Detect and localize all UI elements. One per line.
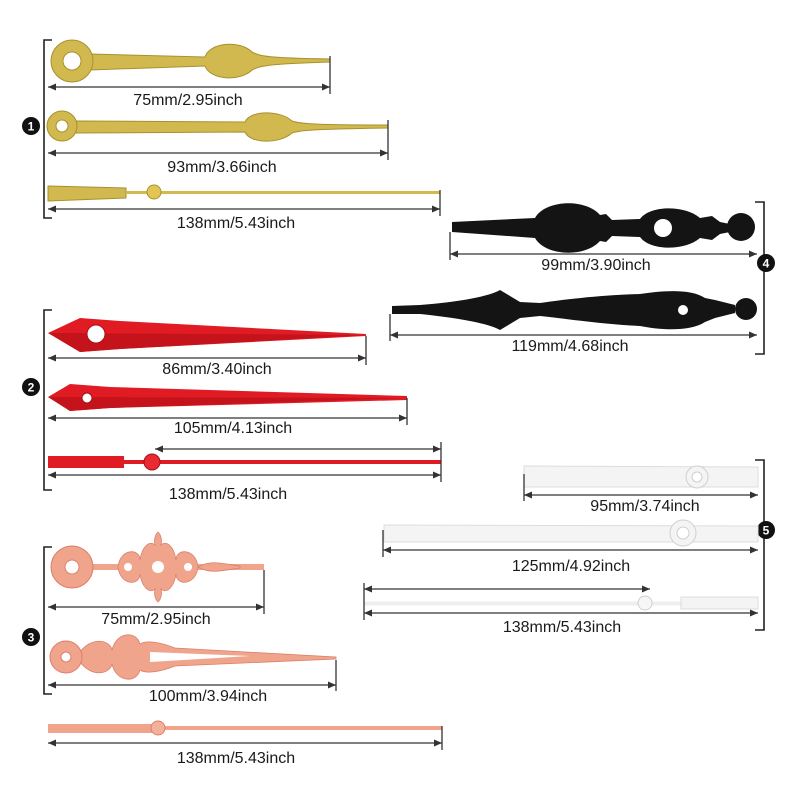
measurement-label: 125mm/4.92inch xyxy=(512,558,630,575)
black-minute-hand-hole xyxy=(678,305,688,315)
gold-second-hand-needle xyxy=(126,191,440,194)
rose-minute-hand xyxy=(49,634,337,680)
measurement-label: 99mm/3.90inch xyxy=(541,257,650,274)
measurement-label: 75mm/2.95inch xyxy=(101,611,210,628)
rose-second-hand-hub xyxy=(150,720,166,736)
black-hour-hand xyxy=(452,203,755,253)
red-second-hand xyxy=(48,453,441,471)
white-minute-hand-hole xyxy=(676,526,690,540)
group-4: 4 99mm/3.90inch 119mm/4.68inch xyxy=(389,201,775,355)
red-minute-hand xyxy=(48,384,407,411)
black-hour-hand-hole xyxy=(654,219,672,237)
group-2-badge-number: 2 xyxy=(28,381,35,395)
black-minute-hand-hub xyxy=(735,298,757,320)
rose-hour-hand xyxy=(50,531,264,603)
black-minute-hand-shape xyxy=(392,290,735,330)
rose-second-hand-needle xyxy=(152,726,442,730)
white-second-hand-needle xyxy=(364,601,682,606)
white-minute-hand xyxy=(383,519,759,547)
group-3-badge xyxy=(22,628,40,646)
measurement-label: 100mm/3.94inch xyxy=(149,688,267,705)
group-3: 3 75mm/2.95inch 100mm/3.94inch xyxy=(22,531,443,767)
group-2: 2 86mm/3.40inch 105mm/4.13inch 138mm/5.4… xyxy=(22,309,442,503)
group-4-badge xyxy=(757,254,775,272)
red-hour-hand-hole xyxy=(86,324,106,344)
measurement-label: 105mm/4.13inch xyxy=(174,420,292,437)
gold-hour-hand-hole xyxy=(62,51,82,71)
gold-hour-hand-shape xyxy=(89,43,331,79)
gold-minute-hand-shape xyxy=(75,112,389,142)
gold-second-hand-tail xyxy=(47,185,127,202)
group-1-badge-number: 1 xyxy=(28,120,35,134)
white-hour-hand xyxy=(523,465,759,489)
group-2-badge xyxy=(22,378,40,396)
red-second-hand-hub xyxy=(143,453,161,471)
red-minute-hand-hole xyxy=(81,392,93,404)
group-4-badge-number: 4 xyxy=(763,257,770,271)
group-3-badge-number: 3 xyxy=(28,631,35,645)
gold-second-hand xyxy=(47,184,440,202)
rose-second-hand xyxy=(48,720,442,736)
group-1-bracket xyxy=(43,39,52,219)
black-hour-hand-hub xyxy=(727,213,755,241)
measurement-label: 138mm/5.43inch xyxy=(177,750,295,767)
rose-hour-hand-ornament xyxy=(117,531,241,603)
red-hour-hand xyxy=(48,318,366,352)
white-hour-hand-shape xyxy=(523,465,759,488)
white-second-hand-hub xyxy=(637,595,653,611)
rose-minute-hand-hole xyxy=(60,651,72,663)
measurement-label: 93mm/3.66inch xyxy=(167,159,276,176)
group-4-bracket xyxy=(755,201,765,355)
white-second-hand-tail xyxy=(680,596,759,610)
gold-second-hand-hub xyxy=(146,184,162,200)
measurement-label: 119mm/4.68inch xyxy=(511,338,628,355)
measurement-label: 86mm/3.40inch xyxy=(162,361,271,378)
measurement-label: 95mm/3.74inch xyxy=(590,498,699,515)
measurement-label: 138mm/5.43inch xyxy=(503,619,621,636)
group-1-badge xyxy=(22,117,40,135)
group-5-badge-number: 5 xyxy=(763,524,770,538)
black-hour-hand-shape xyxy=(452,203,730,253)
measurement-label: 75mm/2.95inch xyxy=(133,92,242,109)
white-second-hand xyxy=(364,595,759,611)
group-5: 5 95mm/3.74inch 125mm/4.92inch 138mm/5.4… xyxy=(363,459,775,636)
rose-second-hand-tail xyxy=(48,724,152,733)
group-1: 1 75mm/2.95inch 93mm/3.66inch 138mm/5.43… xyxy=(22,39,441,232)
measurement-label: 138mm/5.43inch xyxy=(169,486,287,503)
group-3-bracket xyxy=(43,546,52,695)
measurement-label: 138mm/5.43inch xyxy=(177,215,295,232)
gold-hour-hand xyxy=(50,39,331,83)
red-second-hand-tail xyxy=(48,456,124,468)
gold-minute-hand-hole xyxy=(55,119,69,133)
group-5-bracket xyxy=(755,459,765,631)
gold-minute-hand xyxy=(46,110,389,142)
black-minute-hand xyxy=(392,290,757,330)
red-second-hand-needle xyxy=(124,460,441,464)
white-hour-hand-hole xyxy=(691,471,703,483)
rose-hour-hand-hole xyxy=(64,559,80,575)
white-minute-hand-shape xyxy=(383,524,759,543)
group-2-bracket xyxy=(43,309,52,491)
group-5-badge xyxy=(757,521,775,539)
